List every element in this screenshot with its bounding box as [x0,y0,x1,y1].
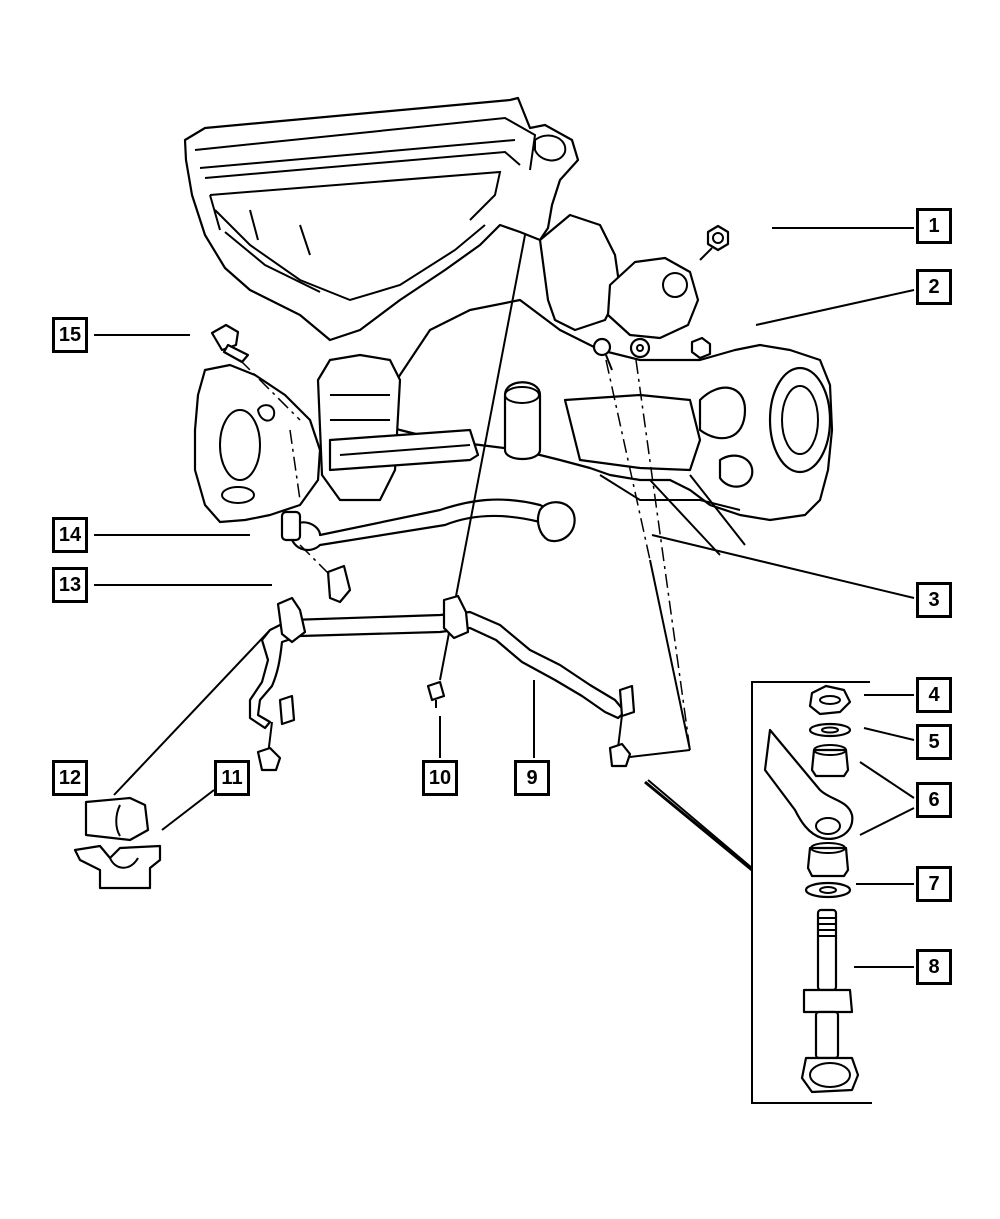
callout-12: 12 [52,760,88,796]
callout-3-label: 3 [928,588,940,611]
callout-1: 1 [916,208,952,244]
bushing-and-retainer-drawing [73,796,162,890]
callout-10: 10 [422,760,458,796]
callout-9: 9 [514,760,550,796]
callout-8-label: 8 [928,955,940,978]
callout-1-label: 1 [928,214,940,237]
callout-6-label: 6 [928,788,940,811]
callout-13: 13 [52,567,88,603]
installed-stabilizer-bar-drawing [280,498,576,604]
callout-2-label: 2 [928,275,940,298]
callout-3: 3 [916,582,952,618]
callout-15-label: 15 [58,323,82,346]
leader-lines [94,227,915,968]
left-knuckle-drawing [193,353,480,524]
callout-7: 7 [916,866,952,902]
callout-6: 6 [916,782,952,818]
callout-13-label: 13 [58,573,82,596]
stabilizer-bar-9-drawing [248,594,636,772]
callout-8: 8 [916,949,952,985]
callout-5: 5 [916,724,952,760]
callout-2: 2 [916,269,952,305]
frame-hardware-drawing [210,224,730,421]
callout-11-label: 11 [221,766,243,789]
callout-10-label: 10 [428,766,452,789]
axle-and-knuckle-drawing [368,213,834,556]
callout-7-label: 7 [928,872,940,895]
callout-14: 14 [52,517,88,553]
link-kit-drawing [751,681,872,1104]
callout-5-label: 5 [928,730,940,753]
front-crossmember-drawing [183,96,580,342]
callout-11: 11 [214,760,250,796]
callout-4: 4 [916,677,952,713]
callout-12-label: 12 [58,766,82,789]
callout-9-label: 9 [526,766,538,789]
callout-4-label: 4 [928,683,940,706]
callout-14-label: 14 [58,523,82,546]
callout-15: 15 [52,317,88,353]
